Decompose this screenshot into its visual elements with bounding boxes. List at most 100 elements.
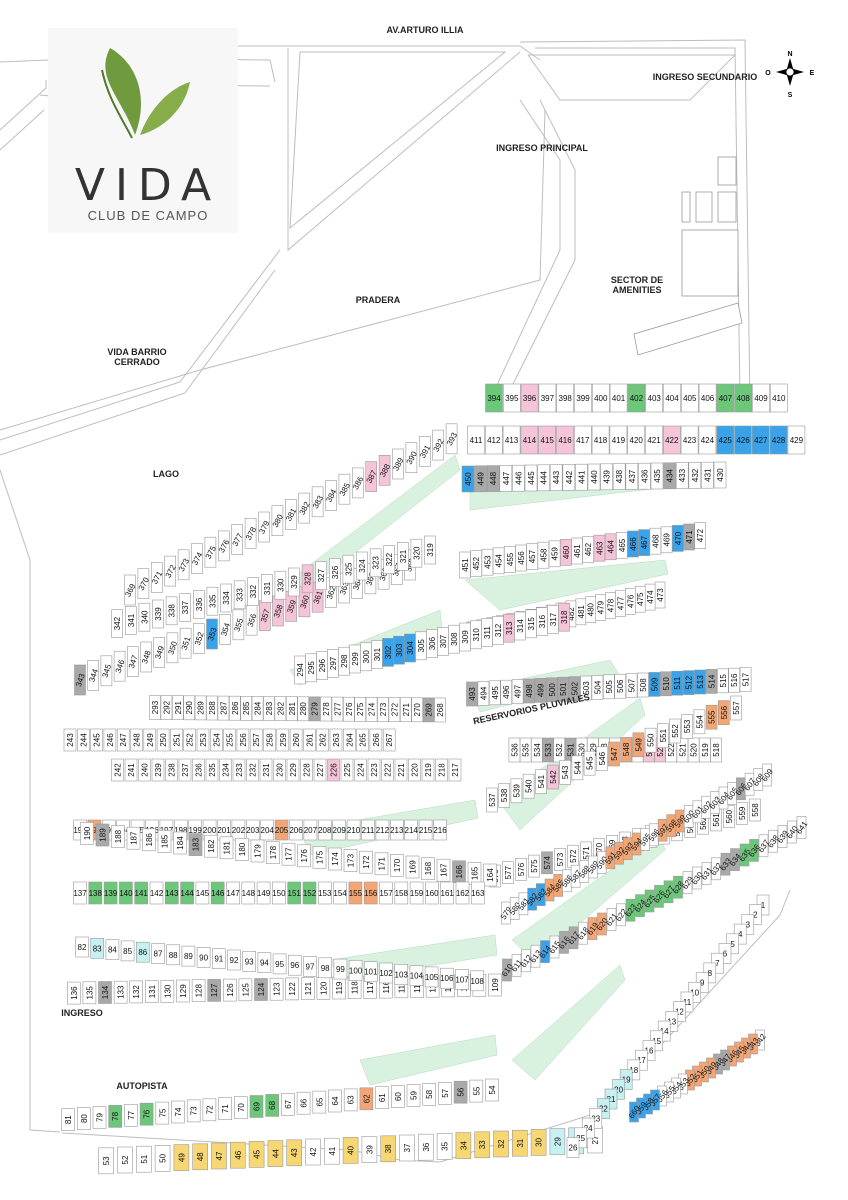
lot-386[interactable]: 386 [351, 467, 366, 499]
lot-420[interactable]: 420 [627, 425, 646, 455]
lot-633[interactable]: 633 [718, 852, 734, 876]
lot-352[interactable]: 352 [193, 623, 206, 654]
lot-139[interactable]: 139 [103, 881, 118, 905]
lot-185[interactable]: 185 [157, 830, 172, 853]
lot-61[interactable]: 61 [375, 1086, 389, 1109]
lot-576[interactable]: 576 [515, 858, 527, 881]
lot-223[interactable]: 223 [367, 758, 381, 782]
lot-186[interactable]: 186 [142, 828, 156, 852]
lot-611[interactable]: 611 [510, 954, 525, 977]
lot-476[interactable]: 476 [624, 587, 636, 615]
lot-613[interactable]: 613 [528, 944, 544, 968]
lot-237[interactable]: 237 [178, 758, 192, 782]
lot-382[interactable]: 382 [298, 492, 312, 524]
lot-245[interactable]: 245 [90, 728, 103, 752]
lot-105[interactable]: 105 [424, 966, 439, 988]
lot-639[interactable]: 639 [775, 825, 791, 848]
lot-372[interactable]: 372 [164, 555, 178, 587]
lot-67[interactable]: 67 [281, 1093, 295, 1116]
lot-458[interactable]: 458 [537, 541, 550, 569]
lot-255[interactable]: 255 [223, 728, 236, 752]
lot-350[interactable]: 350 [167, 632, 180, 664]
lot-44[interactable]: 44 [267, 1140, 284, 1167]
lot-59[interactable]: 59 [406, 1084, 421, 1107]
lot-534[interactable]: 534 [530, 737, 543, 763]
lot-381[interactable]: 381 [284, 499, 299, 530]
lot-204[interactable]: 204 [260, 819, 275, 841]
lot-205[interactable]: 205 [274, 819, 289, 841]
lot-495[interactable]: 495 [488, 680, 501, 706]
lot-221[interactable]: 221 [394, 758, 408, 782]
lot-287[interactable]: 287 [217, 695, 230, 721]
lot-323[interactable]: 323 [369, 548, 382, 578]
lot-96[interactable]: 96 [287, 954, 302, 976]
lot-175[interactable]: 175 [312, 846, 327, 869]
lot-127[interactable]: 127 [207, 979, 221, 1002]
lot-84[interactable]: 84 [105, 939, 120, 960]
lot-370[interactable]: 370 [137, 568, 151, 600]
lot-275[interactable]: 275 [354, 696, 367, 722]
lot-617[interactable]: 617 [566, 926, 582, 950]
lot-396[interactable]: 396 [520, 383, 539, 413]
lot-158[interactable]: 158 [394, 881, 409, 905]
lot-171[interactable]: 171 [374, 852, 389, 876]
lot-453[interactable]: 453 [481, 548, 494, 576]
lot-159[interactable]: 159 [409, 881, 424, 905]
lot-332[interactable]: 332 [247, 577, 259, 606]
lot-136[interactable]: 136 [67, 981, 81, 1005]
lot-233[interactable]: 233 [232, 758, 246, 782]
lot-83[interactable]: 83 [90, 937, 104, 959]
lot-266[interactable]: 266 [369, 728, 383, 752]
lot-214[interactable]: 214 [404, 819, 419, 841]
lot-439[interactable]: 439 [600, 463, 613, 491]
lot-428[interactable]: 428 [769, 425, 788, 455]
lot-619[interactable]: 619 [585, 917, 601, 940]
lot-303[interactable]: 303 [393, 635, 405, 665]
lot-109[interactable]: 109 [488, 973, 502, 997]
lot-95[interactable]: 95 [272, 953, 287, 975]
lot-451[interactable]: 451 [459, 551, 471, 579]
lot-474[interactable]: 474 [644, 583, 656, 611]
lot-417[interactable]: 417 [573, 425, 592, 455]
lot-144[interactable]: 144 [180, 881, 194, 905]
lot-493[interactable]: 493 [466, 681, 478, 707]
lot-209[interactable]: 209 [332, 819, 347, 841]
lot-74[interactable]: 74 [171, 1100, 185, 1124]
lot-298[interactable]: 298 [338, 646, 350, 676]
lot-89[interactable]: 89 [181, 945, 196, 967]
lot-87[interactable]: 87 [151, 943, 165, 964]
lot-461[interactable]: 461 [571, 537, 583, 565]
lot-305[interactable]: 305 [415, 631, 427, 661]
lot-557[interactable]: 557 [730, 695, 742, 721]
lot-324[interactable]: 324 [356, 551, 368, 581]
lot-66[interactable]: 66 [296, 1091, 311, 1115]
lot-394[interactable]: 394 [485, 383, 503, 413]
lot-638[interactable]: 638 [766, 829, 781, 853]
lot-481[interactable]: 481 [575, 598, 587, 626]
lot-285[interactable]: 285 [240, 695, 252, 721]
lot-342[interactable]: 342 [111, 609, 123, 638]
lot-575[interactable]: 575 [528, 854, 540, 878]
lot-69[interactable]: 69 [249, 1095, 264, 1118]
lot-322[interactable]: 322 [383, 545, 396, 574]
lot-178[interactable]: 178 [266, 841, 280, 864]
lot-165[interactable]: 165 [467, 862, 482, 885]
lot-371[interactable]: 371 [150, 562, 165, 593]
lot-295[interactable]: 295 [305, 653, 317, 683]
lot-203[interactable]: 203 [246, 819, 260, 841]
lot-79[interactable]: 79 [92, 1106, 107, 1129]
lot-410[interactable]: 410 [769, 383, 788, 413]
lot-284[interactable]: 284 [251, 696, 264, 721]
lot-160[interactable]: 160 [425, 881, 439, 905]
lot-348[interactable]: 348 [140, 641, 153, 673]
lot-328[interactable]: 328 [301, 564, 314, 594]
lot-241[interactable]: 241 [124, 758, 138, 782]
lot-360[interactable]: 360 [299, 586, 312, 618]
lot-618[interactable]: 618 [576, 921, 591, 945]
lot-94[interactable]: 94 [257, 952, 272, 973]
lot-470[interactable]: 470 [671, 525, 684, 552]
lot-540[interactable]: 540 [522, 773, 535, 799]
lot-210[interactable]: 210 [346, 819, 361, 841]
lot-539[interactable]: 539 [510, 778, 523, 804]
lot-183[interactable]: 183 [188, 833, 203, 856]
